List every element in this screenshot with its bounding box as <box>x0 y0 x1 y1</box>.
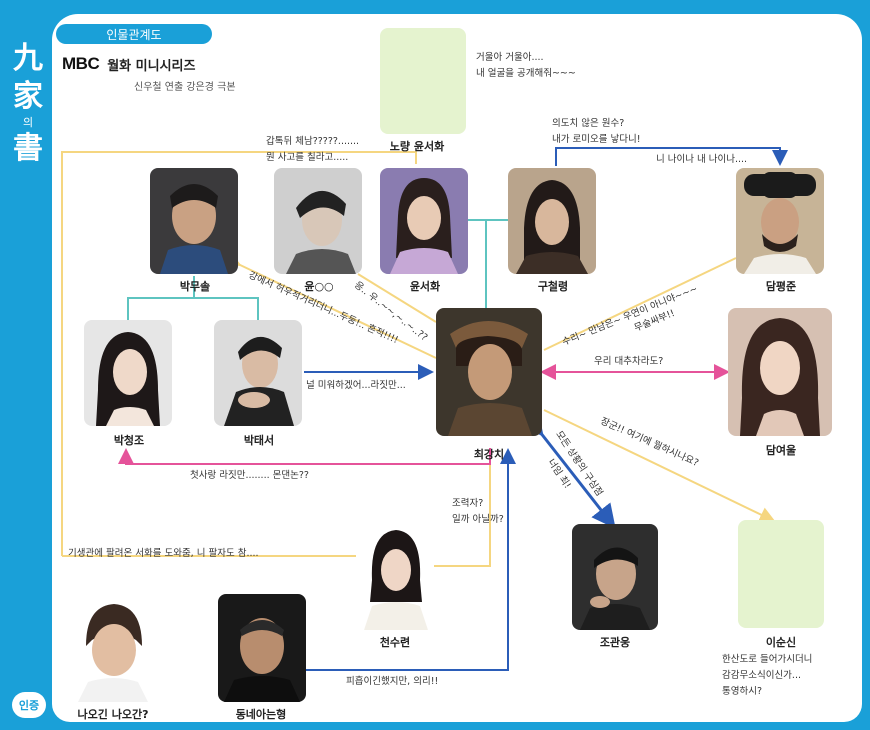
line-suryeon-gangchi <box>430 448 491 567</box>
portrait-naogan <box>70 596 156 702</box>
line-musol-gangchi <box>223 251 437 359</box>
placeholder-nogan <box>380 28 466 134</box>
line-dongnae-gangchi <box>306 448 516 671</box>
note-helper-1: 조력자? <box>452 498 484 509</box>
note-first-love: 첫사랑 라짓만........ 몬댄논?? <box>190 470 309 481</box>
brand-logo: MBC <box>62 54 100 73</box>
side-title-char-4: 書 <box>13 131 43 166</box>
portrait-park-taeseo <box>214 320 302 426</box>
note-loyalty: 피흡이긴했지만, 의리!! <box>346 676 439 687</box>
brand-header: MBC 월화 미니시리즈 <box>62 54 195 74</box>
line-cheolryeong-pyeongjun <box>555 147 788 166</box>
name-choi-gangchi: 최강치 <box>473 448 505 461</box>
series-label: 월화 미니시리즈 <box>107 58 196 74</box>
name-naogan: 나오긴 나오간? <box>77 708 149 721</box>
note-mirror-1: 거울아 거울아.... <box>476 52 544 63</box>
note-kisaeng: 기생관에 팔려온 서화를 도와줌, 니 팔자도 참.... <box>68 548 259 559</box>
name-dam-yeowool: 담여울 <box>765 444 797 457</box>
note-age: 니 나이나 내 나이나.... <box>656 154 748 165</box>
note-enemy-2: 내가 로미오를 낳다니! <box>552 134 641 145</box>
note-hansando-2: 감감무소식이신가... <box>722 670 801 681</box>
name-yoon-seohwa: 윤서화 <box>409 280 441 293</box>
name-dam-pyeongjun: 담평준 <box>765 280 797 293</box>
name-lee-sunsin: 이순신 <box>765 636 797 649</box>
line-musol-children <box>127 276 259 320</box>
line-gangchi-gwanung <box>519 410 616 529</box>
line-pyeongjun-gangchi <box>543 257 737 351</box>
portrait-park-musol <box>150 168 238 274</box>
name-gu-cheolryeong: 구철령 <box>537 280 569 293</box>
side-title-char-1: 九 <box>13 41 43 76</box>
line-park-musol-top <box>61 151 417 556</box>
portrait-park-cheongjo <box>84 320 172 426</box>
portrait-choi-gangchi <box>436 308 542 436</box>
note-mirror-2: 내 얼굴을 공개해줘~~~ <box>476 68 576 79</box>
line-gangchi-cheongjo <box>118 448 491 465</box>
note-hansando-1: 한산도로 들어가시더니 <box>722 654 813 665</box>
name-jo-gwanung: 조관웅 <box>599 636 631 649</box>
credits: 신우철 연출 강은경 극본 <box>134 82 236 93</box>
line-yoon-gangchi <box>357 273 437 323</box>
portrait-jo-gwanung <box>572 524 658 630</box>
side-title-char-2: 家 <box>13 79 43 114</box>
portrait-cheon-suryeon <box>358 522 434 630</box>
note-hansando-3: 통영하시? <box>722 686 763 697</box>
bottom-logo: 인증 <box>12 692 46 718</box>
name-cheon-suryeon: 천수련 <box>379 636 411 649</box>
placeholder-sunsin <box>738 520 824 628</box>
note-enemy-1: 의도치 않은 원수? <box>552 118 625 129</box>
name-park-taeseo: 박태서 <box>243 434 275 447</box>
portrait-yoon-seohwa <box>380 168 468 274</box>
portrait-dam-pyeongjun <box>736 168 824 274</box>
portrait-gu-cheolryeong <box>508 168 596 274</box>
note-helper-2: 일까 아닐까? <box>452 514 504 525</box>
portrait-yoon-oo <box>274 168 362 274</box>
note-gaptok-1: 갑톡뒤 체남?????....... <box>266 136 360 147</box>
note-jujube: 우리 대추차라도? <box>594 356 664 367</box>
name-park-cheongjo: 박청조 <box>113 434 145 447</box>
note-gaptok-2: 뭔 사고를 칠라고..... <box>266 152 349 163</box>
portrait-dongnae <box>218 594 306 702</box>
side-title: 九 家 의 書 <box>8 40 48 680</box>
name-nogan-yoonseohwa: 노량 윤서화 <box>389 140 445 153</box>
side-title-char-3: 의 <box>22 116 34 129</box>
name-yoon-oo: 윤○○ <box>304 280 334 293</box>
title-tab: 인물관계도 <box>56 24 212 44</box>
name-dongnae: 동네아는형 <box>235 708 287 721</box>
name-park-musol: 박무솔 <box>179 280 211 293</box>
portrait-dam-yeowool <box>728 308 832 436</box>
note-hate: 널 미워하겠어...라짓만... <box>306 380 406 391</box>
